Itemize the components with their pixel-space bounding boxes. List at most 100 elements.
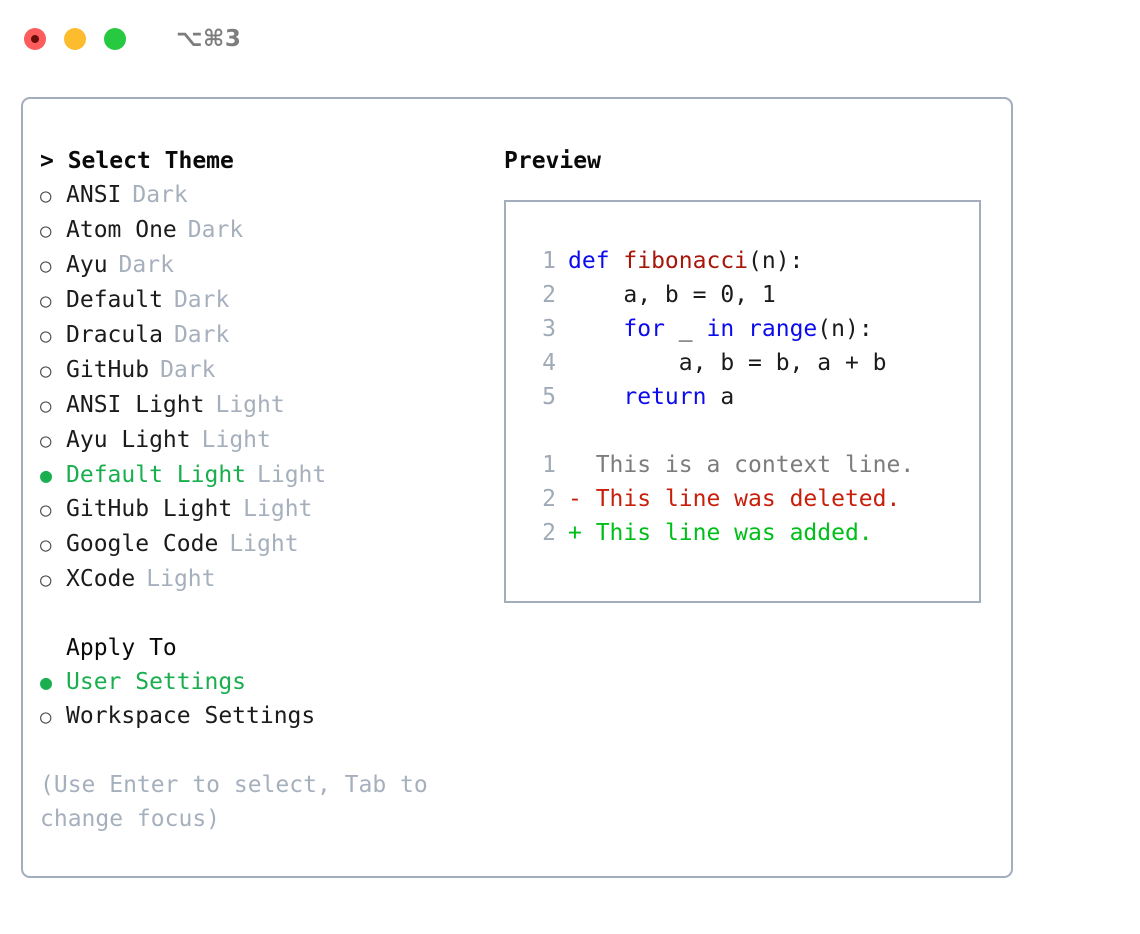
theme-option-variant-badge: Light [146, 566, 216, 592]
code-line-content: return a [568, 380, 734, 414]
code-token-plain [568, 384, 623, 410]
maximize-window-button[interactable] [104, 28, 126, 50]
theme-option-variant-badge: Light [201, 427, 271, 453]
code-line-content: a, b = b, a + b [568, 346, 887, 380]
radio-unselected-icon: ○ [40, 185, 52, 207]
code-token-plain: a [706, 384, 735, 410]
theme-option-label: GitHub Light [66, 496, 233, 522]
theme-option-variant-badge: Dark [187, 217, 244, 243]
window-titlebar: ⌥⌘3 [0, 0, 1140, 78]
theme-option-variant-badge: Dark [173, 322, 230, 348]
diff-marker-icon: - [568, 486, 582, 512]
code-token-kw: for [623, 316, 665, 342]
select-theme-heading: > Select Theme [40, 144, 483, 178]
code-line-number: 2 [542, 282, 556, 308]
radio-unselected-icon: ○ [40, 430, 52, 452]
radio-selected-icon: ● [40, 463, 53, 487]
theme-option-variant-badge: Dark [160, 357, 216, 383]
heading-prompt-prefix: > [40, 148, 68, 174]
code-line-number: 5 [542, 384, 556, 410]
diff-line-del: 2- This line was deleted. [524, 482, 979, 516]
code-token-plain: (n): [817, 316, 873, 342]
radio-unselected-icon: ○ [40, 220, 52, 242]
code-token-kw: return [623, 384, 707, 410]
diff-sample: 1 This is a context line.2- This line wa… [524, 448, 979, 550]
code-diff-separator [524, 414, 979, 448]
theme-option-label: Default Light [66, 462, 247, 488]
theme-option-label: ANSI Light [66, 392, 205, 418]
theme-option-label: GitHub [66, 357, 150, 383]
code-line-number: 3 [542, 316, 556, 342]
theme-option-label: XCode [66, 566, 136, 592]
code-line: 5 return a [524, 380, 979, 414]
theme-option-label: Google Code [66, 531, 219, 557]
radio-unselected-icon: ○ [40, 534, 52, 556]
code-line-number: 4 [542, 350, 556, 376]
apply-to-option-workspace-settings[interactable]: ○ Workspace Settings [40, 699, 483, 734]
radio-unselected-icon: ○ [40, 569, 52, 591]
theme-option-github[interactable]: ○ GitHub Dark [40, 353, 483, 388]
radio-unselected-icon: ○ [40, 325, 52, 347]
diff-line-text: This line was deleted. [581, 486, 901, 512]
apply-to-heading: Apply To [66, 635, 177, 661]
preview-heading: Preview [504, 148, 601, 174]
code-line: 2 a, b = 0, 1 [524, 278, 979, 312]
traffic-light-buttons [24, 28, 126, 50]
code-token-plain: (n): [748, 248, 804, 274]
apply-to-option-label: Workspace Settings [66, 703, 316, 729]
radio-unselected-icon: ○ [40, 395, 52, 417]
diff-line-number: 2 [542, 520, 556, 546]
code-token-plain [734, 316, 748, 342]
theme-option-github-light[interactable]: ○ GitHub Light Light [40, 492, 483, 527]
radio-unselected-icon: ○ [40, 360, 52, 382]
theme-option-atom-one[interactable]: ○ Atom One Dark [40, 213, 483, 248]
theme-option-label: Ayu [66, 252, 108, 278]
diff-marker-icon [568, 448, 582, 482]
list-spacer [40, 597, 483, 631]
close-window-button[interactable] [24, 28, 46, 50]
theme-option-variant-badge: Light [257, 462, 327, 488]
theme-option-label: ANSI [66, 182, 122, 208]
code-line-content: def fibonacci(n): [568, 244, 803, 278]
code-token-plain: a, b = b, a + b [568, 350, 887, 376]
theme-option-xcode[interactable]: ○ XCode Light [40, 562, 483, 597]
minimize-window-button[interactable] [64, 28, 86, 50]
code-token-plain: a, b = 0, 1 [568, 282, 776, 308]
radio-unselected-icon: ○ [40, 499, 52, 521]
code-token-kw: range [748, 316, 818, 342]
theme-option-variant-badge: Dark [132, 182, 188, 208]
apply-to-option-list: ● User Settings ○ Workspace Settings [40, 665, 483, 734]
code-line: 3 for _ in range(n): [524, 312, 979, 346]
radio-unselected-icon: ○ [40, 290, 52, 312]
diff-line-text: This line was added. [581, 520, 873, 546]
heading-text: Select Theme [67, 148, 234, 174]
code-line: 4 a, b = b, a + b [524, 346, 979, 380]
diff-marker-icon: + [568, 520, 582, 546]
theme-option-ansi[interactable]: ○ ANSI Dark [40, 178, 483, 213]
theme-option-variant-badge: Light [243, 496, 313, 522]
radio-selected-icon: ● [40, 670, 53, 694]
apply-to-option-label: User Settings [66, 669, 247, 695]
theme-option-default-light[interactable]: ● Default Light Light [40, 458, 483, 492]
radio-unselected-icon: ○ [40, 255, 52, 277]
diff-line-text: This is a context line. [581, 452, 915, 478]
theme-option-label: Atom One [66, 217, 177, 243]
radio-unselected-icon: ○ [40, 706, 52, 728]
apply-to-option-user-settings[interactable]: ● User Settings [40, 665, 483, 699]
diff-line-ctx: 1 This is a context line. [524, 448, 979, 482]
diff-line-number: 2 [542, 486, 556, 512]
theme-option-label: Default [66, 287, 163, 313]
code-token-plain [568, 316, 623, 342]
hint-spacer [40, 734, 483, 768]
